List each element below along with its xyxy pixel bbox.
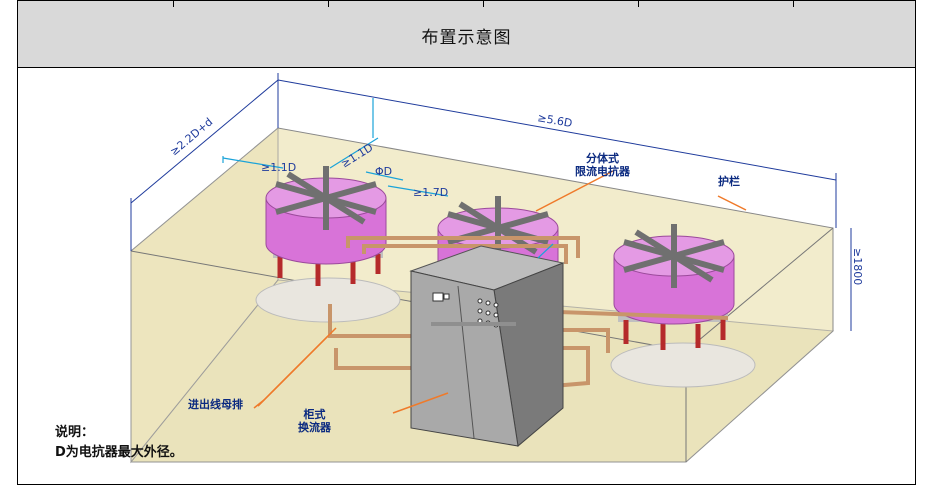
clearance-markers [222,98,554,259]
label-reactor-line1: 分体式 [586,152,619,165]
label-converter-line2: 换流器 [298,421,331,434]
label-reactor: 分体式 限流电抗器 [575,152,630,178]
note-block: 说明： D为电抗器最大外径。 [55,423,183,463]
label-reactor-line2: 限流电抗器 [575,165,630,178]
leader-lines [253,170,747,414]
label-busbar: 进出线母排 [188,398,243,411]
dim-diameter: ΦD [375,165,392,178]
dim-height: ≥1800 [851,248,864,285]
diagram-title: 布置示意图 [421,28,512,48]
diagram-frame: 布置示意图 [17,0,916,485]
layout-drawing: ≥2.2D+d ≥5.6D ≥1.1D ≥1.1D ≥1.7D ΦD ≥1800 [129,73,864,464]
foundation-pads [255,277,756,388]
label-converter: 柜式 换流器 [298,408,331,434]
header-bar: 布置示意图 [18,1,915,68]
dim-length: ≥5.6D [536,111,573,130]
converter-cabinet [409,245,565,447]
header-ticks [18,1,915,7]
label-fence: 护栏 [718,175,740,188]
dim-spacing: ≥1.7D [413,186,448,199]
dimension-lines [130,73,852,331]
label-converter-line1: 柜式 [303,408,326,421]
dim-clear-1: ≥1.1D [261,161,296,174]
reactor-1 [265,166,387,286]
diagram-canvas: ≥2.2D+d ≥5.6D ≥1.1D ≥1.1D ≥1.7D ΦD ≥1800… [18,68,915,485]
reactor-3 [613,224,735,350]
note-heading: 说明： [55,425,95,440]
note-text: D为电抗器最大外径。 [55,445,183,460]
